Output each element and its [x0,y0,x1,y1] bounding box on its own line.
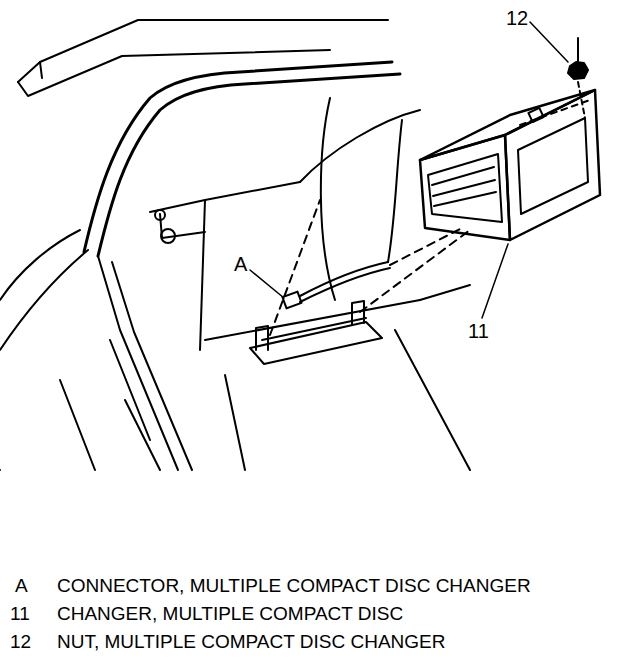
part-name: CHANGER, MULTIPLE COMPACT DISC [57,604,403,623]
body-panel [110,340,150,440]
changer-box [420,135,510,240]
trunk-floor [395,330,470,470]
trunk-wall [160,214,205,238]
trunk-lid [40,62,42,78]
trunk-wall [200,200,205,350]
changer-bracket [256,326,268,350]
body-panel [125,400,160,470]
part-name: NUT, MULTIPLE COMPACT DISC CHANGER [57,632,446,651]
leader-line [250,270,284,298]
trunk-floor [420,285,470,300]
weather-strip [98,256,178,470]
changer-panel [518,118,588,214]
wire-harness [360,230,470,312]
trunk-hole [155,210,165,220]
changer-box [505,90,600,240]
trunk-lid [18,50,330,96]
legend-key: A [15,576,28,595]
leader-line [530,22,568,62]
legend-key: 11 [10,604,30,623]
trunk-wall [150,182,300,212]
callout-number: 11 [468,321,489,341]
mounting-stud [578,82,585,118]
body-panel [60,380,95,470]
wire-harness [388,120,402,262]
trunk-floor [225,375,245,470]
changer-panel [520,100,590,125]
changer-slot [434,192,496,206]
changer-latch [528,108,543,122]
wire-harness [390,228,462,265]
leader-line [482,244,508,318]
trunk-hole [161,229,175,243]
weather-strip [112,262,192,470]
changer-bracket [262,318,366,340]
part-name: CONNECTOR, MULTIPLE COMPACT DISC CHANGER [57,576,531,595]
weather-strip [98,74,400,256]
legend-key: 12 [10,632,31,651]
callout-number: 12 [506,8,528,28]
body-panel [0,230,80,300]
changer-box [428,154,502,222]
trunk-lid [18,20,388,82]
trunk-wall [321,98,335,300]
wire-harness [270,200,320,335]
wire-harness [300,262,388,296]
callout-letter: A [234,254,247,274]
mounting-stud [577,38,579,62]
mounting-nut [568,62,588,79]
body-panel [0,250,88,350]
wire-harness [300,268,390,302]
